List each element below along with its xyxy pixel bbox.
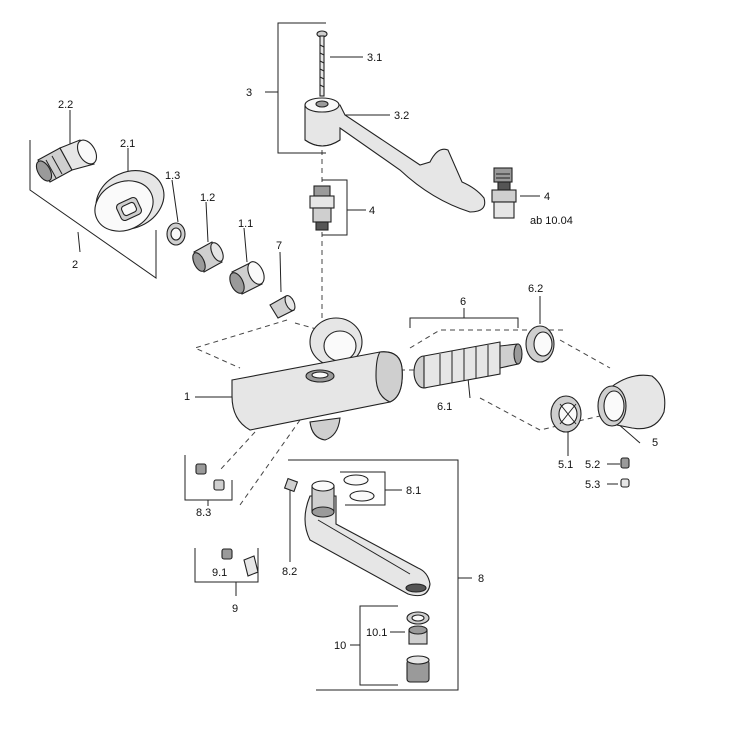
label-2: 2 xyxy=(72,259,78,271)
mixer-body-1 xyxy=(231,317,403,441)
label-9-1: 9.1 xyxy=(212,567,227,579)
label-3-2: 3.2 xyxy=(394,110,409,122)
label-8-3: 8.3 xyxy=(196,507,211,519)
label-10: 10 xyxy=(334,640,346,652)
label-6: 6 xyxy=(460,296,466,308)
label-1: 1 xyxy=(184,391,190,403)
o-rings-8-1 xyxy=(343,474,375,502)
label-4-center: 4 xyxy=(369,205,375,217)
rosette-2-1 xyxy=(94,170,165,232)
label-6-1: 6.1 xyxy=(437,401,452,413)
label-8-1: 8.1 xyxy=(406,485,421,497)
label-5-2: 5.2 xyxy=(585,459,600,471)
label-9: 9 xyxy=(232,603,238,615)
label-5: 5 xyxy=(652,437,658,449)
adapter-1-2 xyxy=(192,241,224,273)
ring-1-3 xyxy=(166,222,186,246)
label-2-2: 2.2 xyxy=(58,99,73,111)
label-1-3: 1.3 xyxy=(165,170,180,182)
label-6-2: 6.2 xyxy=(528,283,543,295)
screws-8-3 xyxy=(195,463,225,491)
aerator-10 xyxy=(406,611,430,683)
screw-3-1 xyxy=(316,30,328,97)
label-8: 8 xyxy=(478,573,484,585)
label-1-2: 1.2 xyxy=(200,192,215,204)
nipple-2-2 xyxy=(35,139,98,183)
spout-8 xyxy=(304,480,431,597)
part-labels: 1 1.1 1.2 1.3 2 2.1 2.2 3 3.1 3.2 4 4 ab… xyxy=(58,52,658,652)
leader-lines xyxy=(29,22,641,691)
check-valve-7 xyxy=(269,295,296,319)
label-7: 7 xyxy=(276,240,282,252)
thermostat-handle-5 xyxy=(597,374,666,430)
label-10-1: 10.1 xyxy=(366,627,387,639)
clip-8-2 xyxy=(283,477,299,493)
label-5-1: 5.1 xyxy=(558,459,573,471)
screw-5-2 xyxy=(620,457,630,469)
label-3-1: 3.1 xyxy=(367,52,382,64)
screw-kit-9 xyxy=(221,548,259,577)
ring-6-2 xyxy=(525,325,555,363)
union-nut-1-1 xyxy=(229,261,265,295)
label-ab-10-04: ab 10.04 xyxy=(530,215,573,227)
label-4-right: 4 xyxy=(544,191,550,203)
cartridge-4-ab-10-04 xyxy=(491,167,517,219)
label-8-2: 8.2 xyxy=(282,566,297,578)
label-1-1: 1.1 xyxy=(238,218,253,230)
lever-handle-3-2 xyxy=(304,97,486,213)
label-3: 3 xyxy=(246,87,252,99)
assembly-guides xyxy=(193,150,611,506)
thermostat-cartridge-6-1 xyxy=(413,341,523,389)
label-2-1: 2.1 xyxy=(120,138,135,150)
cartridge-4 xyxy=(309,185,335,231)
stop-ring-5-1 xyxy=(550,395,582,433)
label-5-3: 5.3 xyxy=(585,479,600,491)
cap-5-3 xyxy=(620,478,630,488)
